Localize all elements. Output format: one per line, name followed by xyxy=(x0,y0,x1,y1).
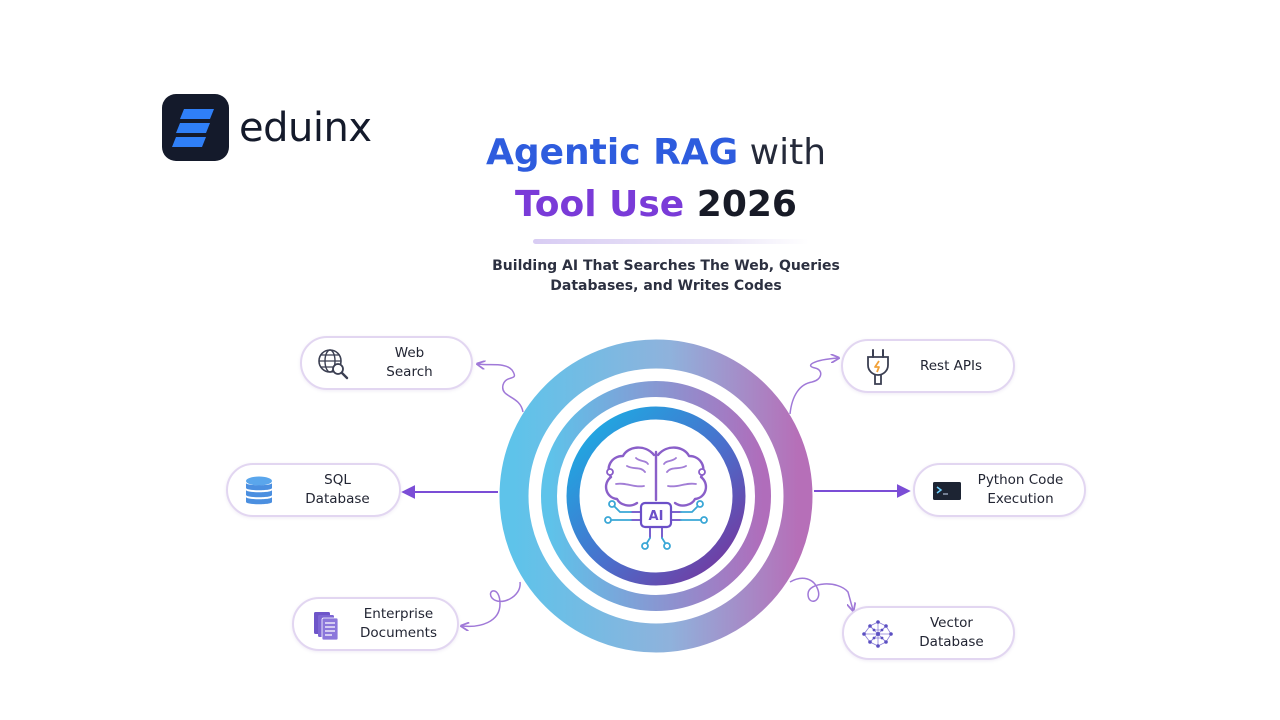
python-line1: Python Code xyxy=(977,472,1064,488)
page-title-line1: Agentic RAG with xyxy=(0,132,1280,173)
tool-rest-apis: Rest APIs xyxy=(841,339,1015,393)
python-line2: Execution xyxy=(987,491,1054,507)
connector-vector-db xyxy=(789,577,853,610)
tool-enterprise-documents: Enterprise Documents xyxy=(292,597,459,651)
middle-ring xyxy=(541,381,771,611)
rest-apis-label: Rest APIs xyxy=(919,357,983,374)
subtitle-line1: Building AI That Searches The Web, Queri… xyxy=(492,258,840,274)
ai-label: AI xyxy=(649,509,664,524)
plug-icon xyxy=(867,349,889,385)
vector-network-icon xyxy=(862,620,893,648)
web-search-line2: Search xyxy=(386,364,433,380)
terminal-icon xyxy=(933,482,961,500)
page-title-line2: Tool Use 2026 xyxy=(0,184,1280,225)
title-rest-2: 2026 xyxy=(684,184,797,225)
connector-enterprise-docs xyxy=(462,581,521,626)
title-underline xyxy=(533,239,809,244)
title-rest-1: with xyxy=(738,132,827,173)
enterprise-docs-line2: Documents xyxy=(360,625,437,641)
tool-python-code-execution: Python Code Execution xyxy=(913,463,1086,517)
globe-search-icon xyxy=(318,349,349,380)
connector-rest-apis xyxy=(789,358,838,415)
database-stack-icon xyxy=(246,476,272,505)
tool-web-search: Web Search xyxy=(300,336,473,390)
connector-web-search xyxy=(478,364,524,413)
subtitle-line2: Databases, and Writes Codes xyxy=(550,278,782,294)
vector-db-line2: Database xyxy=(919,634,984,650)
sql-database-line2: Database xyxy=(305,491,370,507)
outer-ring xyxy=(499,339,813,653)
ai-brain-icon xyxy=(604,446,708,550)
brand-name: eduinx xyxy=(239,104,372,151)
sql-database-line1: SQL xyxy=(324,472,351,488)
web-search-line1: Web xyxy=(394,345,425,361)
inner-ring xyxy=(566,406,746,586)
page-subtitle: Building AI That Searches The Web, Queri… xyxy=(466,256,866,296)
tool-vector-database: Vector Database xyxy=(842,606,1015,660)
enterprise-docs-line1: Enterprise xyxy=(363,606,434,622)
title-highlight-1: Agentic RAG xyxy=(485,132,739,173)
vector-db-line1: Vector xyxy=(929,615,973,631)
documents-icon xyxy=(314,612,339,641)
tool-sql-database: SQL Database xyxy=(226,463,401,517)
brand-logo: eduinx xyxy=(162,94,372,161)
eduinx-logo-icon xyxy=(162,94,229,161)
title-highlight-2: Tool Use xyxy=(515,184,685,225)
